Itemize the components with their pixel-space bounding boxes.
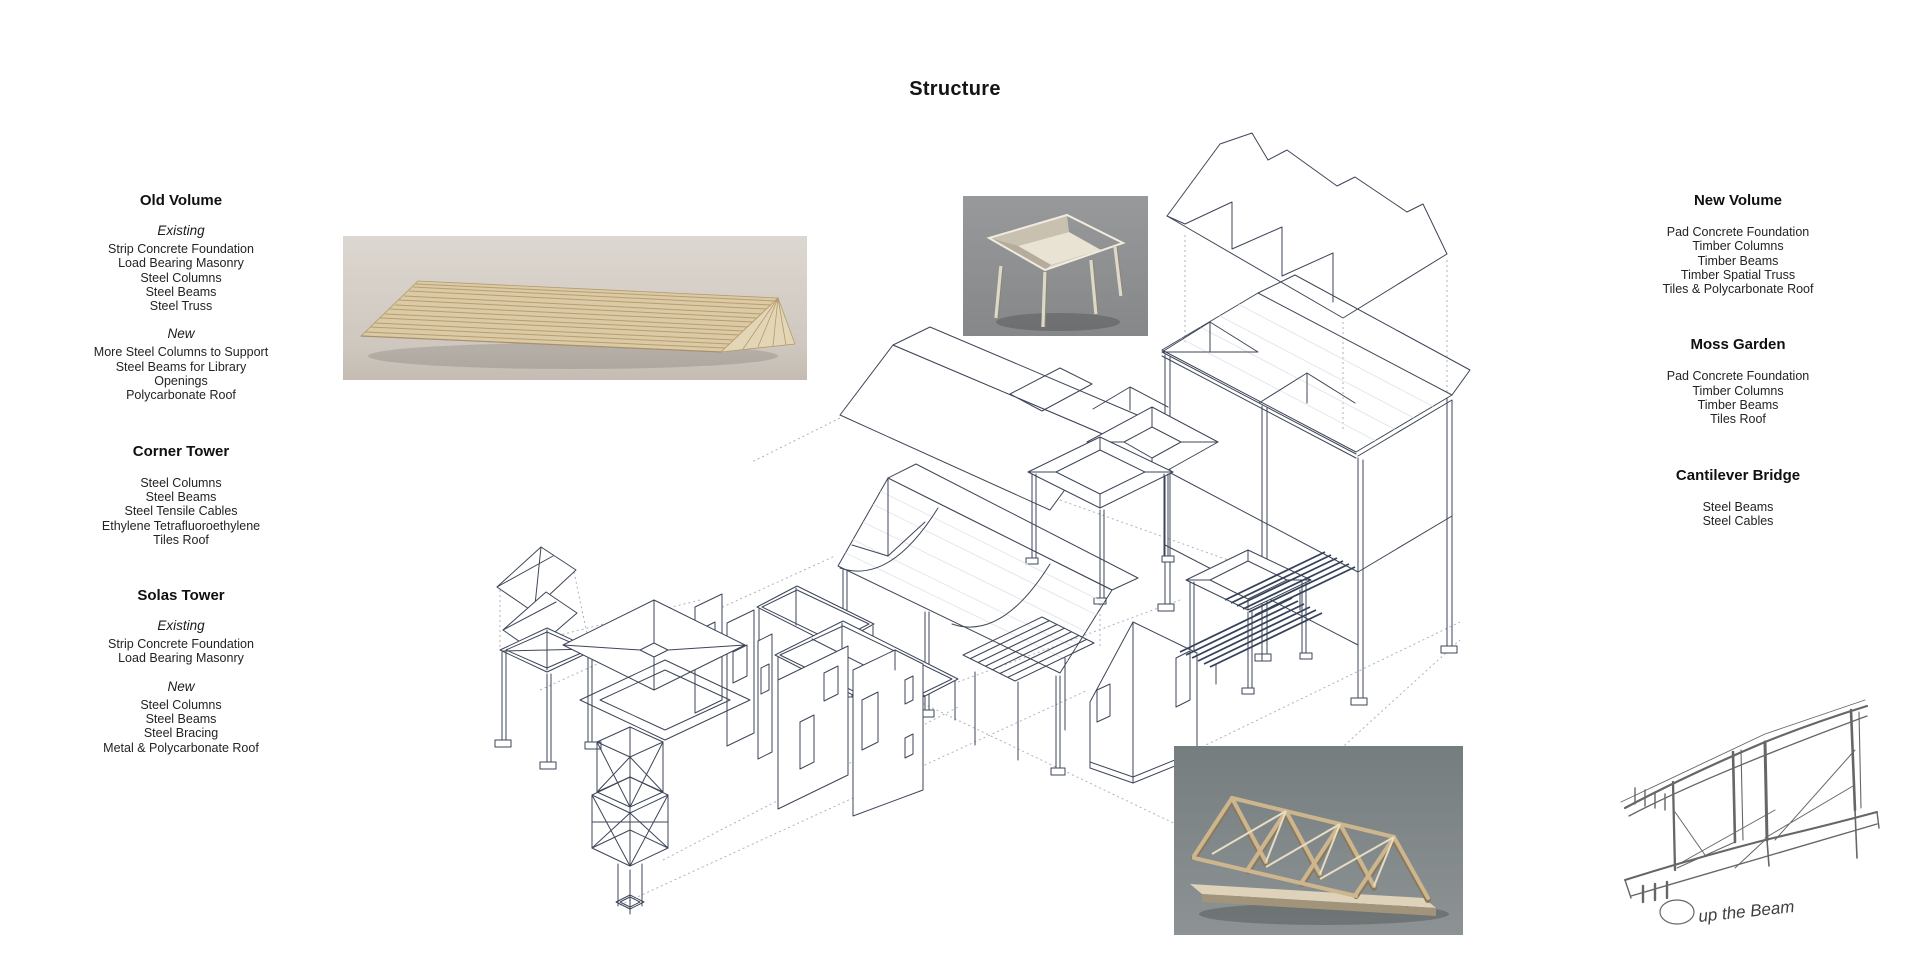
- sawtooth-roof-plane: [1166, 132, 1448, 319]
- list-item: Steel Truss: [149, 299, 213, 314]
- section-heading: Old Volume: [139, 192, 223, 209]
- list-item: Steel Beams: [145, 712, 217, 727]
- list-item: Steel Beams for Library: [115, 359, 247, 374]
- section-heading: Solas Tower: [137, 587, 225, 605]
- photo-funnel-table-model: [963, 196, 1148, 336]
- list-item: Steel Beams: [1702, 499, 1774, 514]
- list-item: Ethylene Tetrafluoroethylene: [101, 518, 261, 533]
- list-item: Strip Concrete Foundation: [108, 637, 254, 652]
- list-item: Steel Columns: [140, 270, 222, 285]
- list-item: Polycarbonate Roof: [126, 388, 236, 403]
- list-item: Timber Columns: [1692, 239, 1784, 254]
- list-item: Steel Columns: [140, 697, 222, 712]
- list-item: Load Bearing Masonry: [118, 256, 244, 271]
- list-item: Timber Beams: [1697, 398, 1779, 413]
- list-item: Timber Columns: [1692, 383, 1784, 398]
- section-heading: Corner Tower: [132, 442, 230, 460]
- group-label: New: [167, 326, 195, 342]
- bridge-sketch: up the Beam: [1615, 690, 1895, 950]
- list-item: Steel Bracing: [143, 726, 219, 741]
- section-heading: Cantilever Bridge: [1675, 466, 1801, 484]
- list-item: Pad Concrete Foundation: [1666, 225, 1810, 239]
- list-item: More Steel Columns to Support: [93, 345, 269, 360]
- list-item: Tiles Roof: [153, 532, 209, 547]
- page-title: Structure: [909, 78, 1001, 100]
- funnel-canopy-2: [1183, 549, 1313, 695]
- list-item: Metal & Polycarbonate Roof: [103, 740, 259, 755]
- list-item: Tiles Roof: [1710, 412, 1766, 427]
- list-item: Pad Concrete Foundation: [1666, 369, 1810, 384]
- list-item: Openings: [154, 374, 208, 389]
- list-item: Steel Columns: [140, 475, 222, 490]
- solas-lattice-tower: [591, 726, 669, 915]
- funnel-canopy-1: [1025, 436, 1175, 605]
- list-item: Timber Spatial Truss: [1680, 267, 1796, 282]
- group-label: Existing: [157, 618, 205, 634]
- list-item: Tiles & Polycarbonate Roof: [1662, 282, 1814, 297]
- section-heading: New Volume: [1693, 192, 1783, 209]
- etfe-canopies: [496, 546, 578, 652]
- sketch-caption: up the Beam: [1697, 897, 1795, 926]
- photo-long-truss-model: [343, 236, 807, 380]
- solas-canopy: [562, 599, 751, 741]
- list-item: Steel Cables: [1702, 513, 1774, 528]
- group-label: Existing: [157, 223, 205, 238]
- list-item: Strip Concrete Foundation: [108, 242, 254, 256]
- beam-grid-1: [1224, 551, 1356, 629]
- group-label: New: [167, 678, 195, 694]
- list-item: Load Bearing Masonry: [118, 651, 244, 666]
- list-item: Timber Beams: [1697, 253, 1779, 268]
- section-heading: Moss Garden: [1690, 336, 1786, 354]
- corner-tower: [494, 627, 602, 770]
- list-item: Steel Beams: [145, 489, 217, 504]
- pergola-canopy: [962, 616, 1095, 761]
- photo-truss-module-model: [1174, 746, 1463, 935]
- list-item: Steel Beams: [145, 284, 217, 299]
- list-item: Steel Tensile Cables: [124, 504, 238, 519]
- exploded-axonometric-drawing: [380, 100, 1500, 960]
- beam-grid-2: [1179, 597, 1323, 685]
